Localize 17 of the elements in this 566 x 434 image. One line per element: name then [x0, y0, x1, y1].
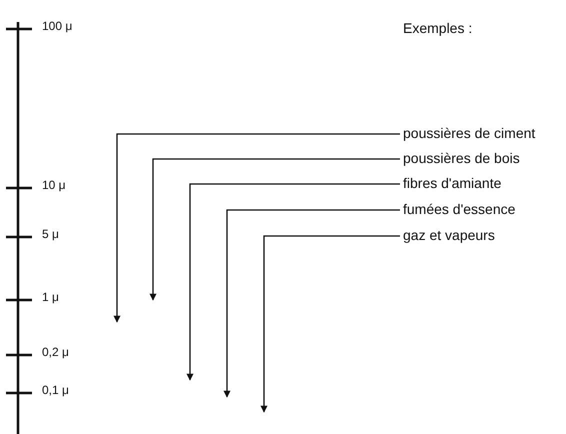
leader-arrow [260, 235, 400, 413]
scale-label: 0,2 μ [42, 345, 69, 360]
example-label: poussières de ciment [403, 125, 536, 142]
example-label: fumées d'essence [403, 201, 516, 218]
example-label: fibres d'amiante [403, 175, 502, 192]
heading: Exemples : [403, 20, 472, 37]
scale-label: 10 μ [42, 178, 66, 193]
leader-arrow [150, 158, 400, 301]
scale-label: 1 μ [42, 290, 59, 305]
leader-arrow [114, 133, 400, 323]
leader-arrow [186, 183, 400, 381]
scale-label: 0,1 μ [42, 383, 69, 398]
leader-arrow [224, 209, 400, 398]
scale-label: 5 μ [42, 227, 59, 242]
scale-label: 100 μ [42, 19, 72, 34]
example-label: gaz et vapeurs [403, 227, 495, 244]
example-label: poussières de bois [403, 150, 520, 167]
